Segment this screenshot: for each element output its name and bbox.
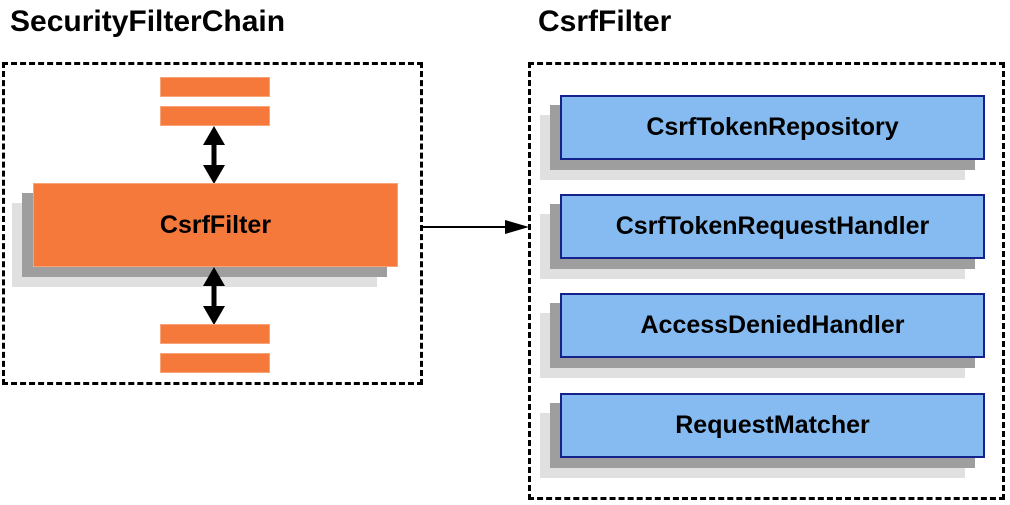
csrf-filter-node-label: CsrfFilter xyxy=(159,210,272,239)
component-box-csrf-token-repository: CsrfTokenRepository xyxy=(560,95,985,160)
security-filter-chain-container xyxy=(2,62,423,385)
component-label: CsrfTokenRepository xyxy=(646,113,899,141)
component-label: AccessDeniedHandler xyxy=(640,311,905,339)
component-box-csrf-token-request-handler: CsrfTokenRequestHandler xyxy=(560,194,985,259)
filter-placeholder-bar-top-1 xyxy=(160,77,270,97)
filter-placeholder-bar-bottom-1 xyxy=(160,324,270,344)
filter-placeholder-bar-bottom-2 xyxy=(160,353,270,373)
component-label: CsrfTokenRequestHandler xyxy=(615,212,930,240)
component-box-request-matcher: RequestMatcher xyxy=(560,393,985,458)
filter-to-components-arrow xyxy=(423,220,529,234)
csrf-filter-components-container xyxy=(528,62,1005,500)
security-filter-chain-title: SecurityFilterChain xyxy=(10,5,286,38)
csrf-filter-title: CsrfFilter xyxy=(538,5,672,38)
component-box-access-denied-handler: AccessDeniedHandler xyxy=(560,293,985,358)
bidirectional-arrow-top xyxy=(203,126,225,184)
csrf-filter-node: CsrfFilter xyxy=(33,183,398,267)
bidirectional-arrow-bottom xyxy=(203,267,225,325)
filter-placeholder-bar-top-2 xyxy=(160,106,270,126)
component-label: RequestMatcher xyxy=(675,411,870,439)
